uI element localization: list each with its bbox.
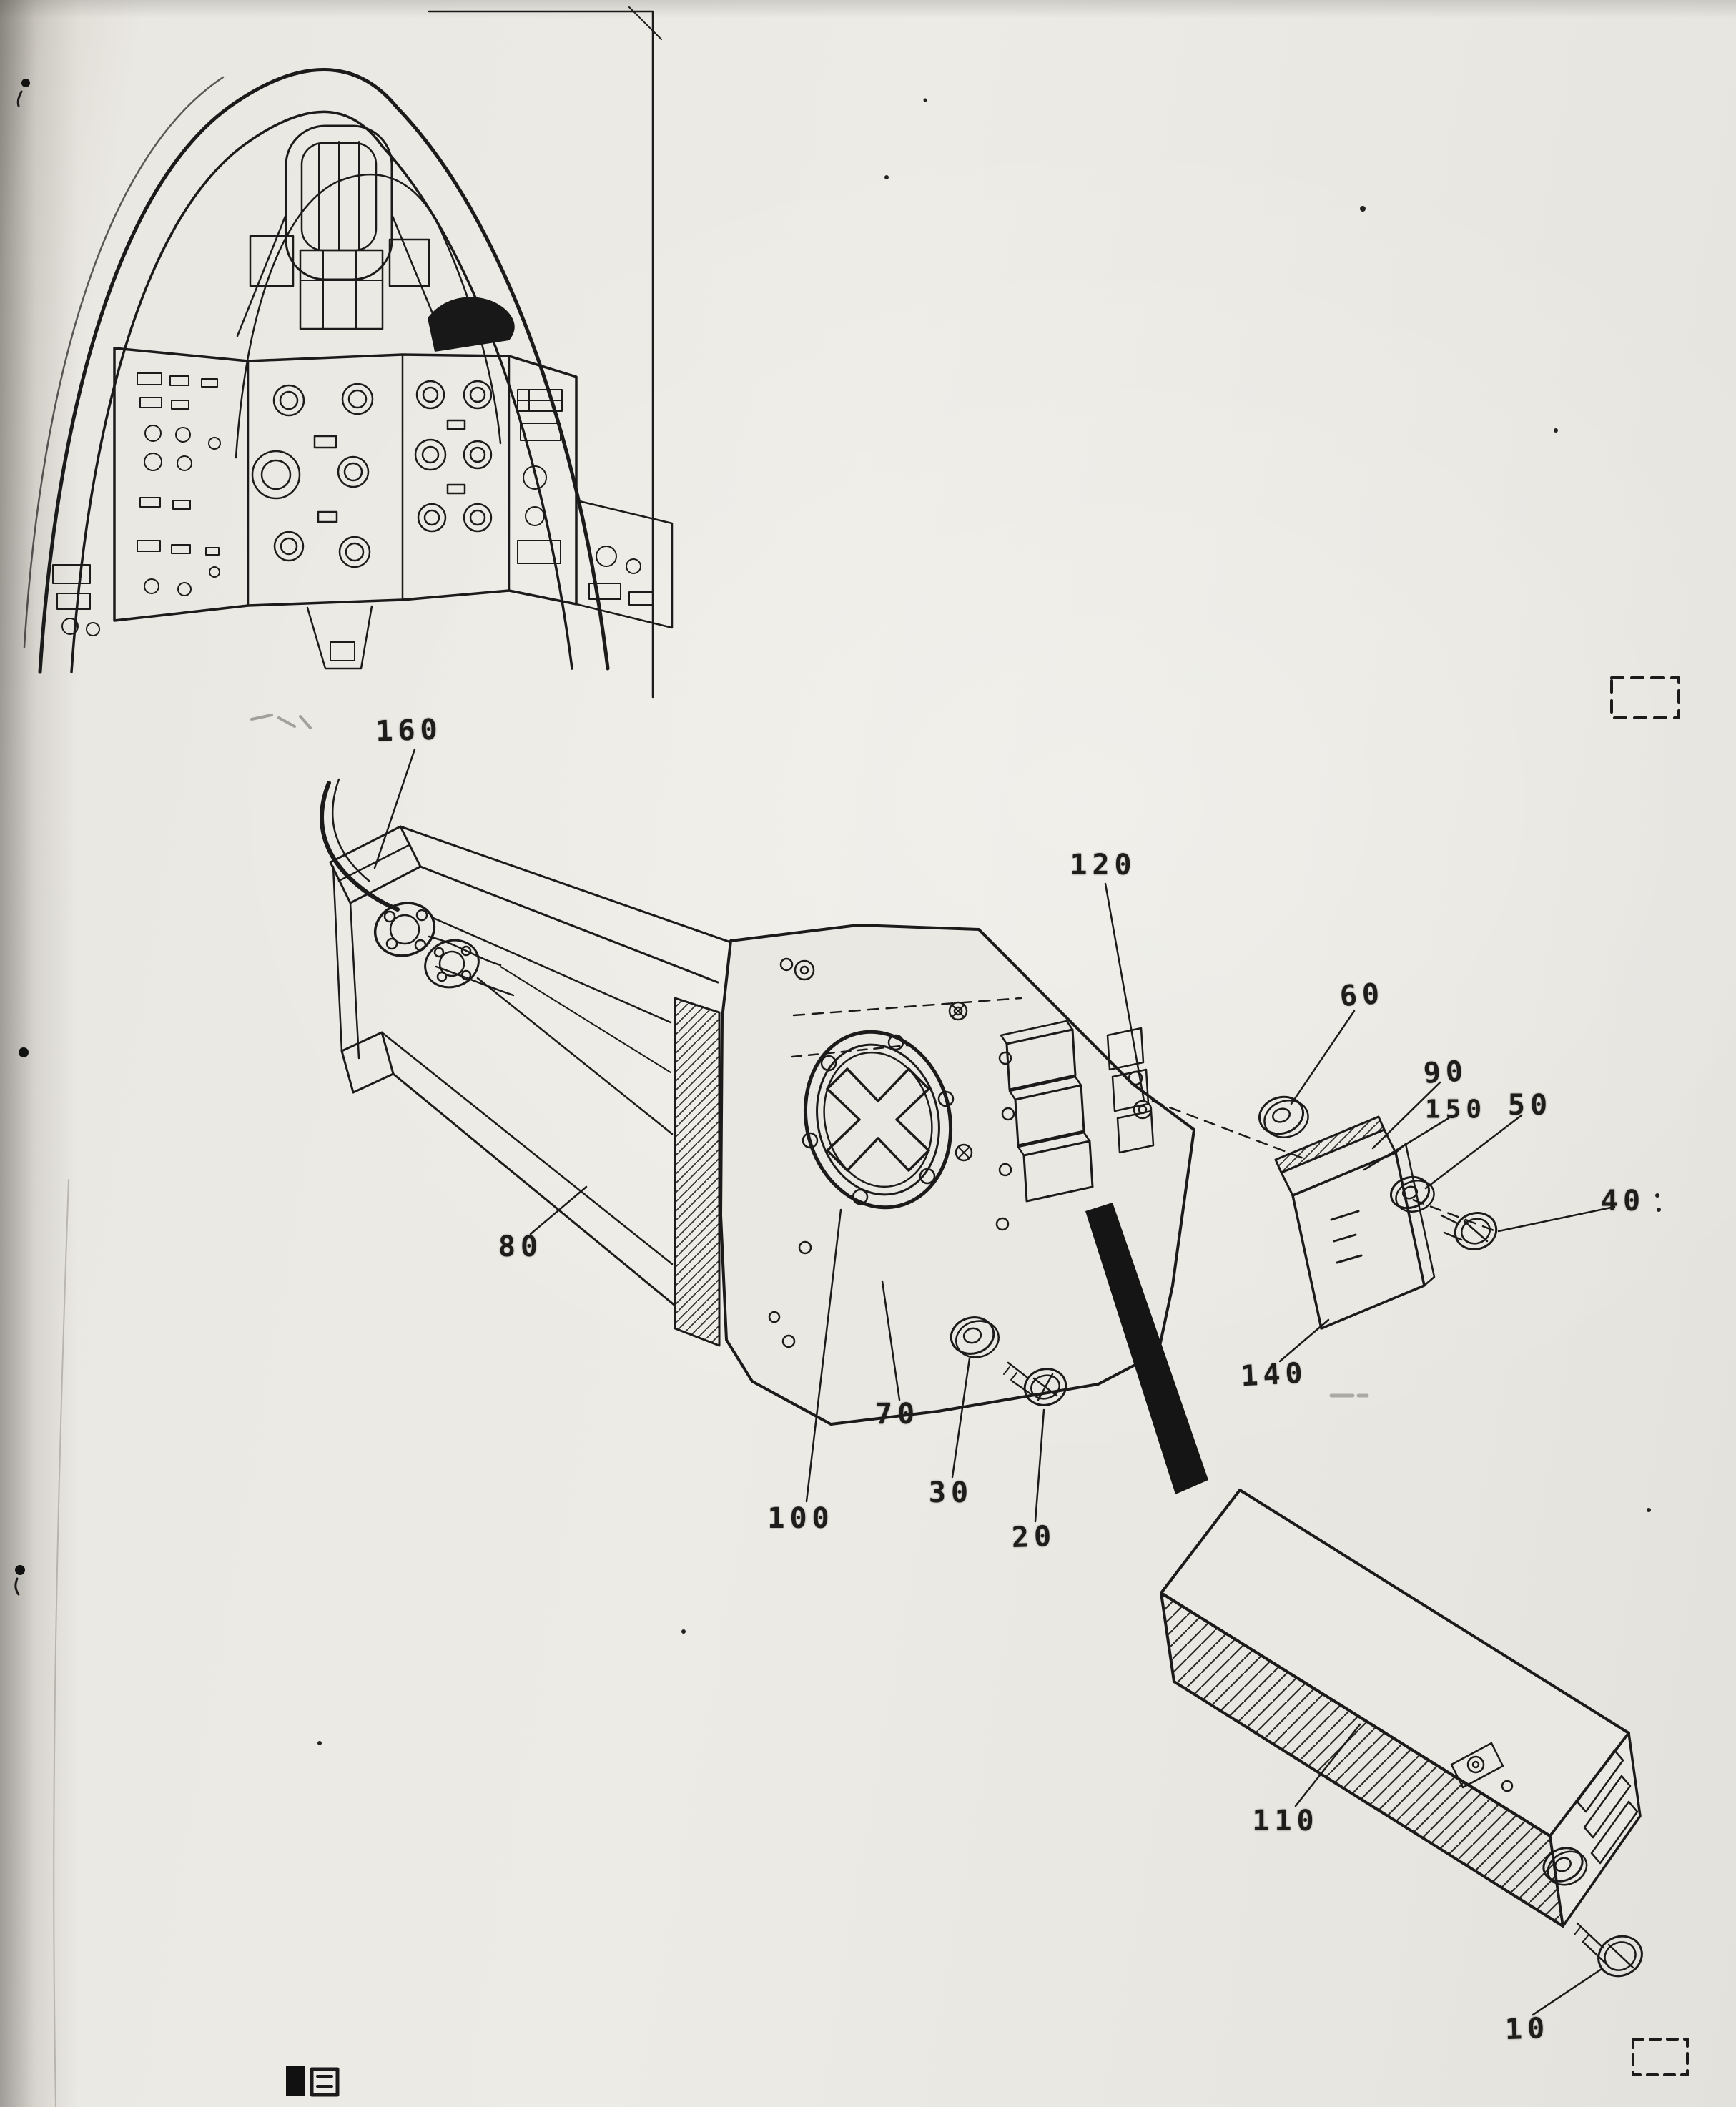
- screw-10: [1574, 1922, 1643, 1978]
- washer-30: [950, 1316, 1000, 1358]
- mounting-plate-70: [719, 924, 1497, 1426]
- glareshield-shape: [428, 297, 515, 352]
- stamp-box-top-right: [1610, 676, 1680, 719]
- callout-100: 100: [767, 1502, 834, 1535]
- page-curl-line: [53, 1179, 69, 2107]
- washer-duct: [1542, 1847, 1588, 1886]
- screw-40: [1440, 1212, 1498, 1250]
- callout-90: 90: [1422, 1055, 1469, 1090]
- printer-mark-right: [310, 2067, 340, 2097]
- callout-120: 120: [1070, 849, 1137, 882]
- faint-stamp: [250, 714, 312, 729]
- callout-10: 10: [1504, 2011, 1550, 2047]
- instrument-panel: [52, 347, 674, 670]
- cockpit-location-inset: [23, 6, 674, 699]
- callout-30: 30: [928, 1476, 974, 1509]
- callout-40: 40: [1600, 1185, 1646, 1218]
- washer-60: [1258, 1095, 1309, 1138]
- instrument-housing-80: [320, 778, 732, 1347]
- leader-lines: [373, 748, 1616, 2016]
- callout-160: 160: [375, 713, 443, 749]
- callout-150: 150: [1424, 1095, 1487, 1125]
- canopy-arch: [23, 68, 610, 674]
- stamp-box-bottom-right: [1632, 2038, 1689, 2076]
- cover-assembly-110: [1160, 1489, 1643, 1978]
- callout-110: 110: [1252, 1805, 1319, 1837]
- callout-80: 80: [498, 1230, 543, 1263]
- printer-mark-left: [286, 2066, 305, 2096]
- flange-hatched-strip: [674, 997, 721, 1347]
- connector-cable: [320, 781, 400, 912]
- callout-20: 20: [1011, 1519, 1057, 1555]
- instrument-bezel-100: [802, 1030, 955, 1210]
- gunsight-headrest: [236, 124, 443, 337]
- switch-module-stacks: [1000, 1020, 1155, 1203]
- module-label-text-marks: [1330, 1210, 1363, 1264]
- electrical-connector: [373, 902, 515, 997]
- pointer-wedge: [1085, 1203, 1208, 1494]
- callout-50: 50: [1507, 1089, 1553, 1122]
- callout-60: 60: [1338, 977, 1386, 1014]
- module-140: [1274, 1115, 1436, 1330]
- callout-70: 70: [874, 1398, 920, 1431]
- module-hatched-edge: [1274, 1115, 1386, 1174]
- duct-end-slots: [1576, 1749, 1639, 1865]
- screw-20: [1003, 1361, 1067, 1406]
- bezel-cross-cutout: [826, 1067, 930, 1172]
- scan-artifacts: [14, 79, 1689, 2107]
- plate-screw-holes: [768, 957, 1153, 1348]
- callout-140: 140: [1240, 1356, 1308, 1393]
- duct-bracket: [1450, 1742, 1514, 1792]
